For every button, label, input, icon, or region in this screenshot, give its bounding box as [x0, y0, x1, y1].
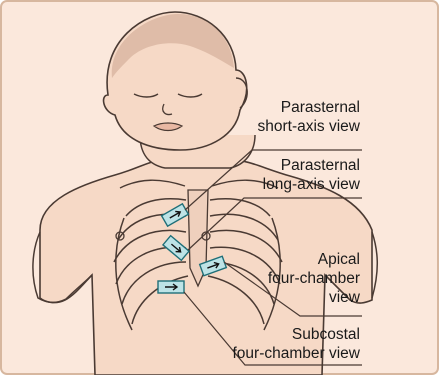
- label-line: Apical: [268, 250, 360, 269]
- label-subcostal: Subcostal four-chamber view: [233, 325, 361, 363]
- label-line: short-axis view: [258, 117, 361, 136]
- label-line: view: [268, 288, 360, 307]
- label-line: Parasternal: [258, 98, 361, 117]
- label-line: four-chamber: [268, 269, 360, 288]
- label-parasternal-short: Parasternal short-axis view: [258, 98, 361, 136]
- label-apical: Apical four-chamber view: [268, 250, 360, 307]
- label-line: long-axis view: [263, 175, 360, 194]
- label-line: Subcostal: [233, 325, 361, 344]
- probe-subcostal: [158, 281, 184, 293]
- label-parasternal-long: Parasternal long-axis view: [263, 156, 360, 194]
- label-line: four-chamber view: [233, 344, 361, 363]
- label-line: Parasternal: [263, 156, 360, 175]
